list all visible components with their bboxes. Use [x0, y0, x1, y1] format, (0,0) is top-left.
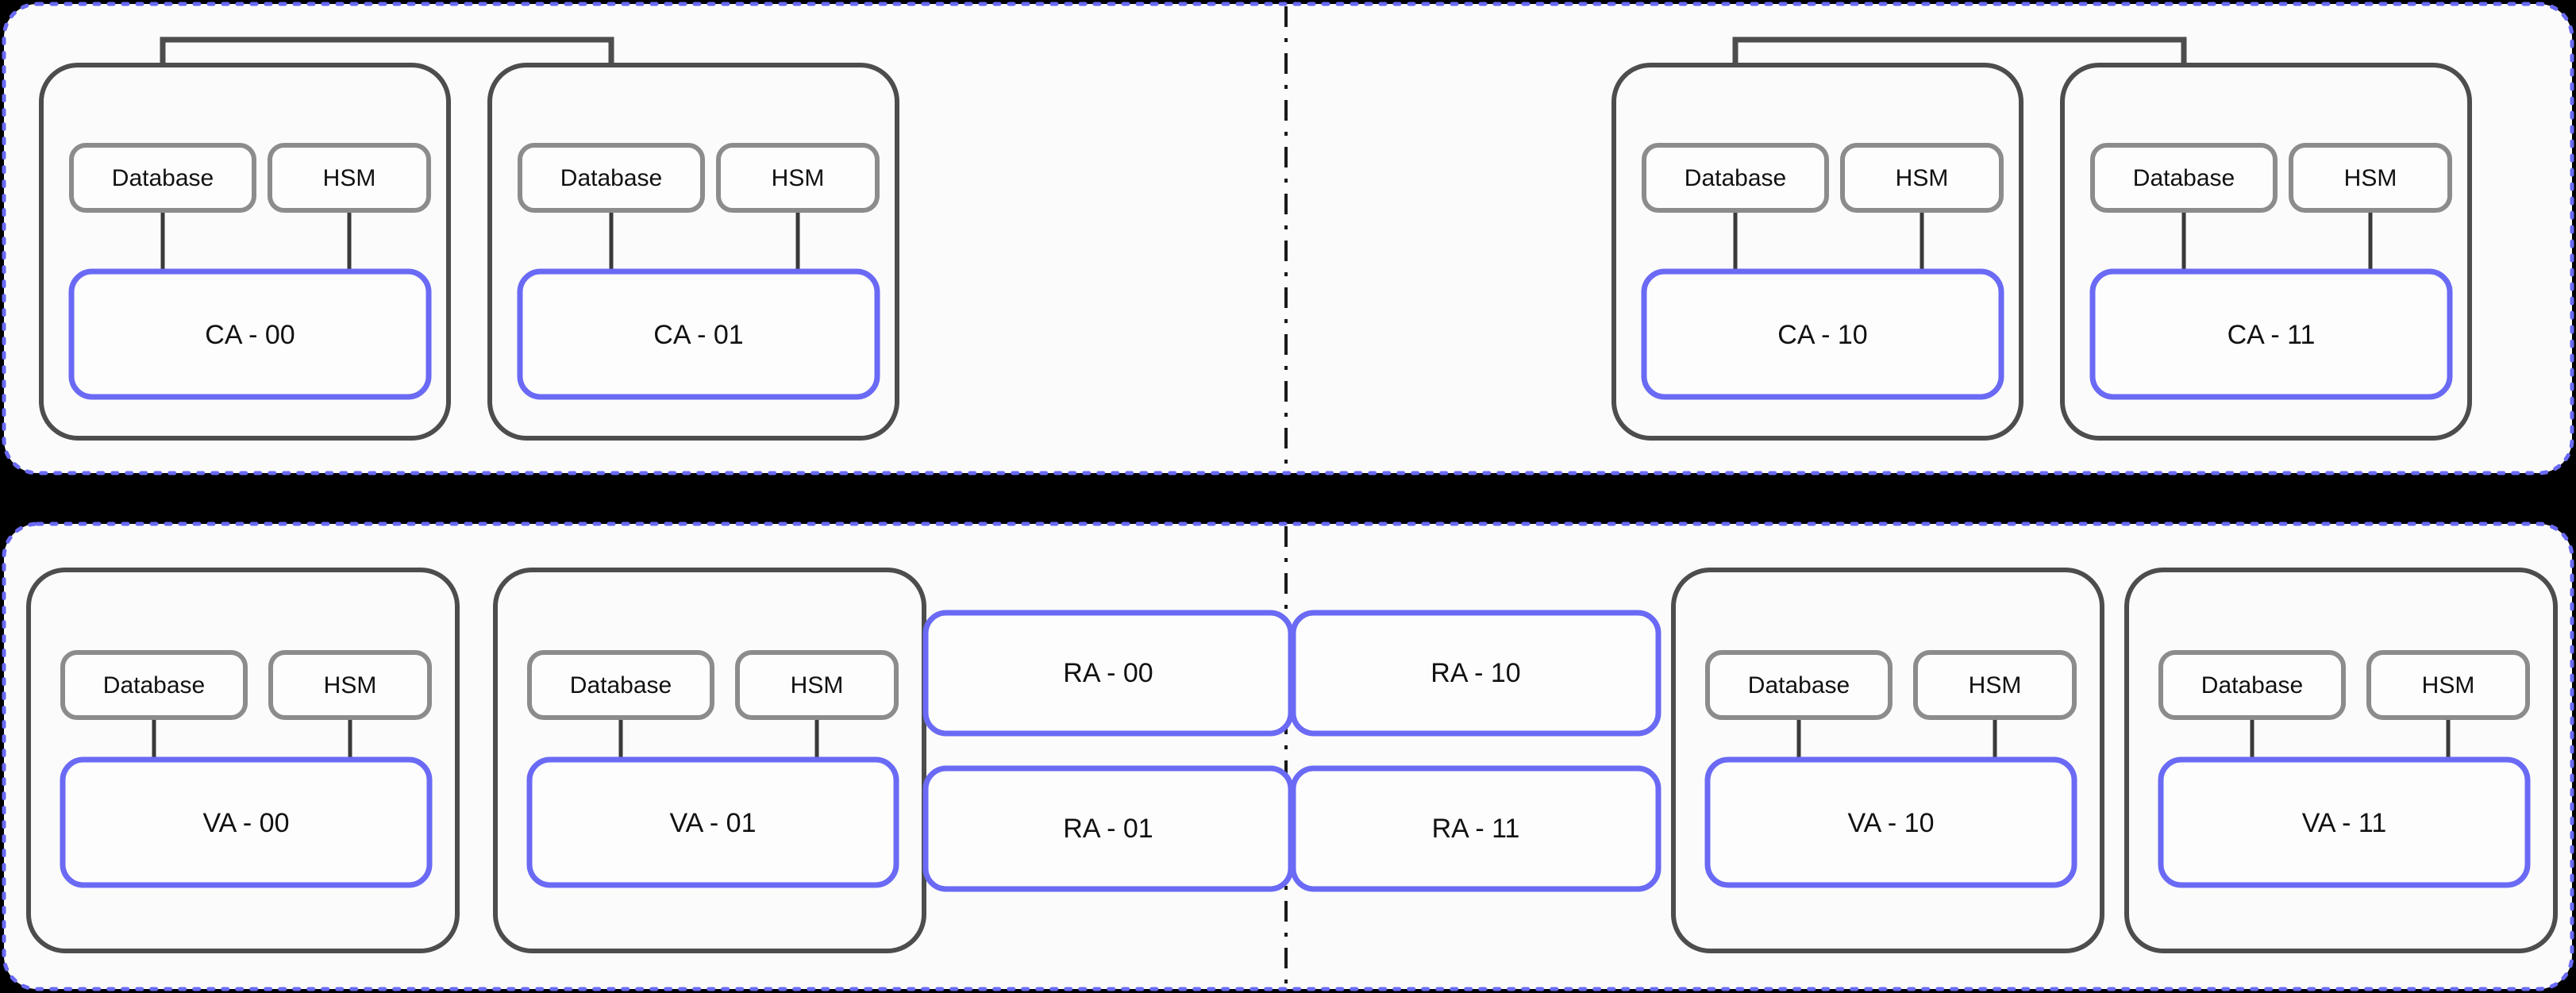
- ra11-box[interactable]: [1290, 765, 1662, 892]
- va11-box[interactable]: [2158, 756, 2531, 888]
- ca10-box[interactable]: [1641, 268, 2004, 400]
- ra-node-ra00[interactable]: RA - 00: [922, 610, 1294, 737]
- ca-tier-panel: Database HSM CA - 00 Database HSM CA - 0…: [2, 2, 2574, 475]
- ca00-hsm-label: HSM: [323, 165, 376, 191]
- va-node-va10[interactable]: Database HSM VA - 10: [1671, 568, 2104, 953]
- va01-hsm-label: HSM: [791, 672, 844, 699]
- va01-database-box[interactable]: [527, 650, 714, 720]
- ra11-label: RA - 11: [1432, 814, 1520, 844]
- va11-hsm-box[interactable]: [2366, 650, 2530, 720]
- ca01-label: CA - 01: [653, 320, 743, 350]
- ca11-database-label: Database: [2133, 165, 2235, 191]
- ca01-database-label: Database: [560, 165, 662, 191]
- ca01-database-box[interactable]: [518, 143, 705, 213]
- ra01-label: RA - 01: [1063, 814, 1153, 844]
- ca11-hsm-box[interactable]: [2289, 143, 2452, 213]
- va10-box[interactable]: [1704, 756, 2077, 888]
- ca01-hsm-label: HSM: [772, 165, 825, 191]
- va10-database-label: Database: [1748, 672, 1850, 699]
- va01-box[interactable]: [526, 756, 899, 888]
- ra10-box[interactable]: [1290, 610, 1662, 737]
- ca10-label: CA - 10: [1777, 320, 1867, 350]
- ca10-database-box[interactable]: [1642, 143, 1829, 213]
- va10-database-box[interactable]: [1705, 650, 1893, 720]
- va01-hsm-box[interactable]: [735, 650, 899, 720]
- va11-database-label: Database: [2201, 672, 2303, 699]
- ca10-database-label: Database: [1685, 165, 1786, 191]
- ca11-label: CA - 11: [2228, 320, 2316, 350]
- ca-node-ca01[interactable]: Database HSM CA - 01: [487, 63, 899, 441]
- va-node-va00[interactable]: Database HSM VA - 00: [26, 568, 460, 953]
- va01-label: VA - 01: [670, 808, 757, 838]
- va00-box[interactable]: [60, 756, 433, 888]
- ca00-database-label: Database: [112, 165, 214, 191]
- ra00-label: RA - 00: [1063, 658, 1153, 688]
- ra10-label: RA - 10: [1430, 658, 1520, 688]
- va00-database-box[interactable]: [60, 650, 248, 720]
- va10-label: VA - 10: [1848, 808, 1935, 838]
- va11-hsm-label: HSM: [2422, 672, 2475, 699]
- ca11-database-box[interactable]: [2090, 143, 2278, 213]
- va-node-va01[interactable]: Database HSM VA - 01: [493, 568, 926, 953]
- va10-hsm-label: HSM: [1969, 672, 2022, 699]
- va11-database-box[interactable]: [2158, 650, 2346, 720]
- ca00-database-box[interactable]: [69, 143, 256, 213]
- ca10-hsm-label: HSM: [1896, 165, 1949, 191]
- ca11-box[interactable]: [2089, 268, 2453, 400]
- ca01-hsm-box[interactable]: [716, 143, 880, 213]
- ca-node-ca10[interactable]: Database HSM CA - 10: [1611, 63, 2023, 441]
- va00-hsm-label: HSM: [324, 672, 377, 699]
- va00-label: VA - 00: [203, 808, 290, 838]
- va00-database-label: Database: [103, 672, 205, 699]
- ca-node-ca11[interactable]: Database HSM CA - 11: [2060, 63, 2472, 441]
- ca10-hsm-box[interactable]: [1840, 143, 2004, 213]
- ca00-hsm-box[interactable]: [268, 143, 431, 213]
- va01-database-label: Database: [570, 672, 672, 699]
- va11-label: VA - 11: [2302, 808, 2386, 838]
- ca00-box[interactable]: [68, 268, 432, 400]
- ca00-label: CA - 00: [205, 320, 295, 350]
- va00-hsm-box[interactable]: [268, 650, 432, 720]
- ra-node-ra10[interactable]: RA - 10: [1290, 610, 1662, 737]
- ca01-box[interactable]: [517, 268, 880, 400]
- ra-node-ra11[interactable]: RA - 11: [1290, 765, 1662, 892]
- va10-hsm-box[interactable]: [1913, 650, 2077, 720]
- va-tier-panel: Database HSM VA - 00 Database HSM VA - 0…: [2, 522, 2574, 991]
- va-node-va11[interactable]: Database HSM VA - 11: [2124, 568, 2558, 953]
- ca-node-ca00[interactable]: Database HSM CA - 00: [39, 63, 451, 441]
- ra-node-ra01[interactable]: RA - 01: [922, 765, 1294, 892]
- ca11-hsm-label: HSM: [2344, 165, 2397, 191]
